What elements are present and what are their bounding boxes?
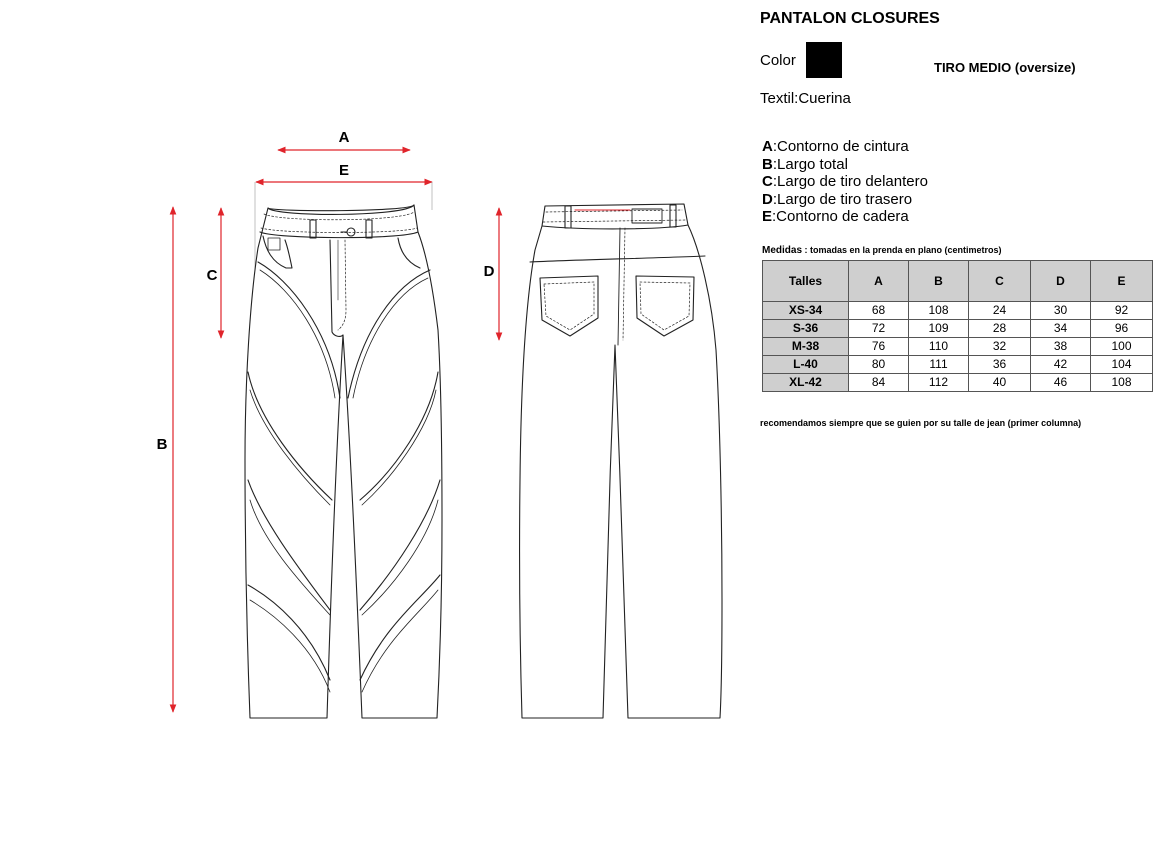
back-outline	[519, 203, 723, 719]
value-cell: 109	[908, 319, 969, 338]
measurements-caption: Medidas : tomadas en la prenda en plano …	[762, 245, 1002, 256]
table-row: XL-42 84 112 40 46 108	[762, 373, 1153, 392]
table-row: S-36 72 109 28 34 96	[762, 319, 1153, 338]
pants-front-view	[244, 204, 443, 719]
value-cell: 36	[968, 355, 1031, 374]
color-label: Color	[760, 51, 796, 69]
value-cell: 112	[908, 373, 969, 392]
textile-label: Textil:Cuerina	[760, 90, 851, 107]
value-cell: 46	[1030, 373, 1091, 392]
dimension-arrows	[169, 146, 503, 713]
value-cell: 24	[968, 301, 1031, 320]
dimension-label-b: B	[157, 436, 168, 453]
value-cell: 80	[848, 355, 909, 374]
value-cell: 30	[1030, 301, 1091, 320]
table-row: L-40 80 111 36 42 104	[762, 355, 1153, 374]
value-cell: 92	[1090, 301, 1153, 320]
header-cell: A	[848, 260, 909, 302]
value-cell: 38	[1030, 337, 1091, 356]
rise-label: TIRO MEDIO (oversize)	[934, 60, 1076, 75]
header-cell: D	[1030, 260, 1091, 302]
value-cell: 28	[968, 319, 1031, 338]
size-cell: L-40	[762, 355, 849, 374]
value-cell: 34	[1030, 319, 1091, 338]
legend-item: C:Largo de tiro delantero	[762, 173, 928, 190]
table-row: M-38 76 110 32 38 100	[762, 337, 1153, 356]
value-cell: 76	[848, 337, 909, 356]
value-cell: 40	[968, 373, 1031, 392]
legend-item: A:Contorno de cintura	[762, 138, 909, 155]
technical-drawing: A E C B D	[157, 129, 723, 719]
front-outline	[244, 204, 443, 719]
value-cell: 108	[1090, 373, 1153, 392]
value-cell: 100	[1090, 337, 1153, 356]
measurements-subtitle: : tomadas en la prenda en plano (centime…	[802, 245, 1002, 255]
legend-item: E:Contorno de cadera	[762, 208, 909, 225]
size-cell: XL-42	[762, 373, 849, 392]
dimension-label-e: E	[339, 162, 349, 179]
value-cell: 68	[848, 301, 909, 320]
dimension-label-d: D	[484, 263, 495, 280]
value-cell: 110	[908, 337, 969, 356]
value-cell: 32	[968, 337, 1031, 356]
size-table: Talles A B C D E XS-34 68 108 24 30 92 S…	[762, 260, 1153, 392]
color-row: Color	[760, 42, 842, 78]
legend-item: B:Largo total	[762, 155, 848, 173]
value-cell: 84	[848, 373, 909, 392]
size-cell: M-38	[762, 337, 849, 356]
legend-item: D:Largo de tiro trasero	[762, 190, 913, 208]
value-cell: 108	[908, 301, 969, 320]
pants-back-view	[519, 203, 723, 719]
product-title: PANTALON CLOSURES	[760, 10, 940, 27]
value-cell: 96	[1090, 319, 1153, 338]
header-cell: C	[968, 260, 1031, 302]
size-table-header: Talles A B C D E	[762, 260, 1153, 302]
value-cell: 104	[1090, 355, 1153, 374]
dimension-label-a: A	[339, 129, 350, 146]
header-cell: Talles	[762, 260, 849, 302]
measurement-legend: A:Contorno de cintura B:Largo total C:La…	[762, 138, 928, 226]
table-row: XS-34 68 108 24 30 92	[762, 301, 1153, 320]
value-cell: 111	[908, 355, 969, 374]
header-cell: E	[1090, 260, 1153, 302]
measurements-title: Medidas	[762, 245, 803, 256]
size-cell: S-36	[762, 319, 849, 338]
dimension-label-c: C	[207, 267, 218, 284]
value-cell: 42	[1030, 355, 1091, 374]
color-swatch	[805, 42, 842, 78]
header-cell: B	[908, 260, 969, 302]
size-cell: XS-34	[762, 301, 849, 320]
value-cell: 72	[848, 319, 909, 338]
fit-recommendation-note: recomendamos siempre que se guien por su…	[760, 418, 1082, 428]
